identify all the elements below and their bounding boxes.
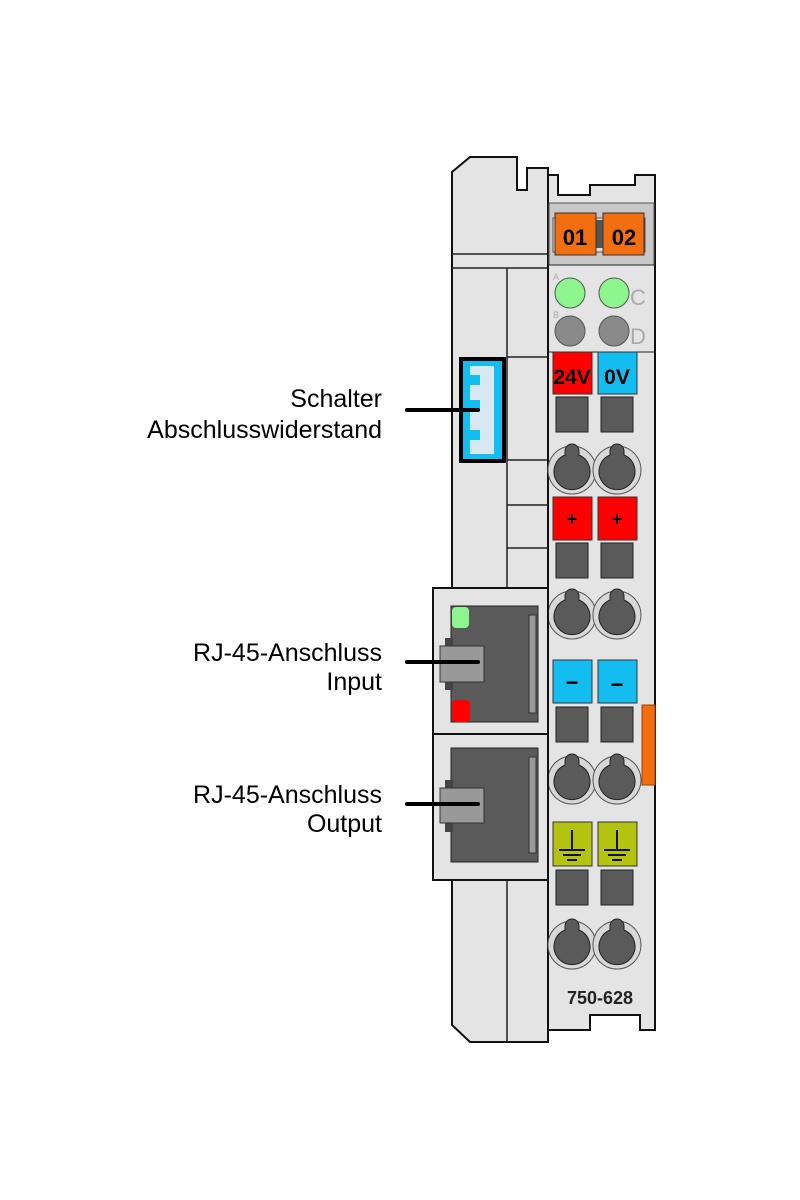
earth-marker-2: [597, 821, 638, 867]
led-a: [554, 277, 586, 309]
rj-input-label-line1: RJ-45-Anschluss: [193, 639, 382, 667]
spring-clamp-slot[interactable]: [553, 918, 591, 966]
plus-marker-1: [552, 496, 593, 541]
rj-output-label-line2: Output: [307, 810, 382, 838]
marker-01-label: 01: [563, 225, 587, 250]
marker-01: [554, 212, 597, 256]
rj45-link-led: [452, 607, 469, 628]
earth-marker-1: [552, 821, 593, 867]
led-c: [598, 277, 630, 309]
rj-input-label-line2: Input: [326, 668, 382, 696]
led-b: [554, 315, 586, 347]
conductor-entry[interactable]: [555, 396, 589, 433]
orange-side-strip: [641, 704, 656, 786]
ground-icon: [559, 830, 585, 861]
marker-02-label: 02: [612, 225, 636, 250]
led-letter-d: D: [630, 324, 646, 349]
led-letter-c: C: [630, 285, 646, 310]
rj-output-label-line1: RJ-45-Anschluss: [193, 781, 382, 809]
conductor-entry[interactable]: [600, 706, 634, 743]
marker-02: [602, 212, 645, 256]
supply-24v-marker: [552, 351, 593, 395]
supply-0v-label: 0V: [604, 366, 630, 389]
switch-label-line2: Abschlusswiderstand: [147, 416, 382, 444]
minus-marker-1: [552, 659, 593, 704]
conductor-entry[interactable]: [555, 706, 589, 743]
spring-clamp-slot[interactable]: [553, 753, 591, 801]
conductor-entry[interactable]: [600, 542, 634, 579]
conductor-entry[interactable]: [600, 396, 634, 433]
spring-clamp-slot[interactable]: [598, 918, 636, 966]
minus-label: −: [611, 672, 624, 697]
conductor-entry[interactable]: [555, 542, 589, 579]
housing-lines: [452, 253, 548, 1042]
spring-clamp-slot[interactable]: [553, 443, 591, 491]
plus-label: +: [612, 509, 623, 529]
led-letter-a: A: [553, 272, 559, 282]
led-d: [598, 315, 630, 347]
spring-clamp-slot[interactable]: [598, 753, 636, 801]
led-letter-b: B: [553, 310, 559, 320]
plus-marker-2: [597, 496, 638, 541]
supply-0v-marker: [597, 351, 638, 395]
plus-label: +: [567, 509, 578, 529]
spring-clamp-slot[interactable]: [598, 443, 636, 491]
minus-marker-2: [597, 659, 638, 704]
leader-lines: [405, 408, 480, 806]
spring-clamp-slot[interactable]: [598, 588, 636, 636]
switch-label-line1: Schalter: [290, 385, 382, 413]
spring-clamp-slot[interactable]: [553, 588, 591, 636]
supply-24v-label: 24V: [553, 366, 590, 389]
rj45-activity-led: [452, 700, 470, 722]
conductor-entry[interactable]: [555, 869, 589, 906]
part-number: 750-628: [567, 988, 633, 1008]
minus-label: −: [566, 670, 579, 695]
conductor-entry[interactable]: [600, 869, 634, 906]
ground-icon: [604, 830, 630, 861]
